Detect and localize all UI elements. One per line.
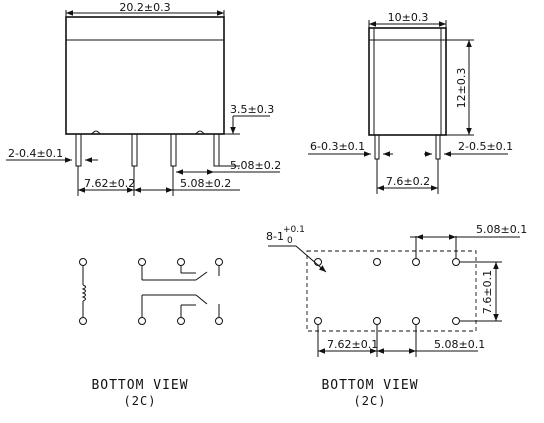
- schematic-caption-sub: (2C): [124, 394, 157, 408]
- schematic-pin: [177, 317, 185, 325]
- schematic-pin: [79, 258, 87, 266]
- front-pin: [213, 133, 220, 167]
- schematic-pin: [215, 317, 223, 325]
- side-body: [368, 27, 447, 136]
- hole-dim-sup: +0.1: [283, 225, 305, 235]
- footprint-hole: [412, 317, 420, 325]
- side-left-pin-dim: 6-0.3±0.1: [310, 140, 365, 153]
- side-height-dim: 12±0.3: [455, 68, 468, 109]
- schematic: BOTTOM VIEW (2C): [79, 258, 223, 408]
- hole-dim-sub: 0: [287, 236, 293, 246]
- footprint-top-pitch-dim: 5.08±0.1: [476, 223, 527, 236]
- side-pin: [374, 134, 380, 160]
- switch-arm: [195, 294, 208, 305]
- footprint-caption-sub: (2C): [354, 394, 387, 408]
- footprint-hole: [452, 317, 460, 325]
- schematic-caption-title: BOTTOM VIEW: [91, 378, 188, 393]
- footprint-right-pitch-dim: 5.08±0.1: [434, 338, 485, 351]
- footprint-hole: [412, 258, 420, 266]
- footprint-hole: [373, 258, 381, 266]
- footprint-caption-title: BOTTOM VIEW: [321, 378, 418, 393]
- front-notch: [91, 130, 101, 135]
- footprint-outline: [306, 250, 477, 332]
- coil-symbol: [81, 284, 86, 302]
- front-pin: [75, 133, 82, 167]
- front-pin: [131, 133, 138, 167]
- footprint: 8-1 +0.1 0 5.08±0.1 7.6±0.1 7.62±0.1 5.0…: [266, 223, 527, 408]
- side-view: 10±0.3 12±0.3 6-0.3±0.1 2-0.5±0.1 7.6±0.…: [308, 11, 513, 194]
- schematic-pin: [177, 258, 185, 266]
- pin-width-dim: 2-0.4±0.1: [8, 147, 63, 160]
- schematic-pin: [215, 258, 223, 266]
- front-notch: [195, 130, 205, 135]
- side-pin: [435, 134, 441, 160]
- pin-length-dim: 3.5±0.3: [230, 103, 274, 116]
- front-width-dim: 20.2±0.3: [119, 1, 170, 14]
- front-pitch-left-dim: 7.62±0.2: [84, 177, 135, 190]
- side-pitch-dim: 7.6±0.2: [386, 175, 430, 188]
- front-view: 20.2±0.3 3.5±0.3 2-0.4±0.1 5.08±0.2 7.62…: [6, 1, 281, 196]
- schematic-pin: [138, 258, 146, 266]
- schematic-pin: [79, 317, 87, 325]
- switch-arm: [195, 271, 208, 281]
- side-width-dim: 10±0.3: [388, 11, 429, 24]
- side-right-pin-dim: 2-0.5±0.1: [458, 140, 513, 153]
- front-body: [65, 16, 225, 135]
- front-pitch-right-dim: 5.08±0.2: [230, 159, 281, 172]
- schematic-pin: [138, 317, 146, 325]
- front-pin: [170, 133, 177, 167]
- footprint-left-pitch-dim: 7.62±0.1: [327, 338, 378, 351]
- footprint-row-spacing-dim: 7.6±0.1: [481, 270, 494, 314]
- front-pitch-bottom-dim: 5.08±0.2: [180, 177, 231, 190]
- footprint-hole: [373, 317, 381, 325]
- footprint-hole: [314, 317, 322, 325]
- hole-dim: 8-1: [266, 230, 284, 243]
- footprint-hole: [452, 258, 460, 266]
